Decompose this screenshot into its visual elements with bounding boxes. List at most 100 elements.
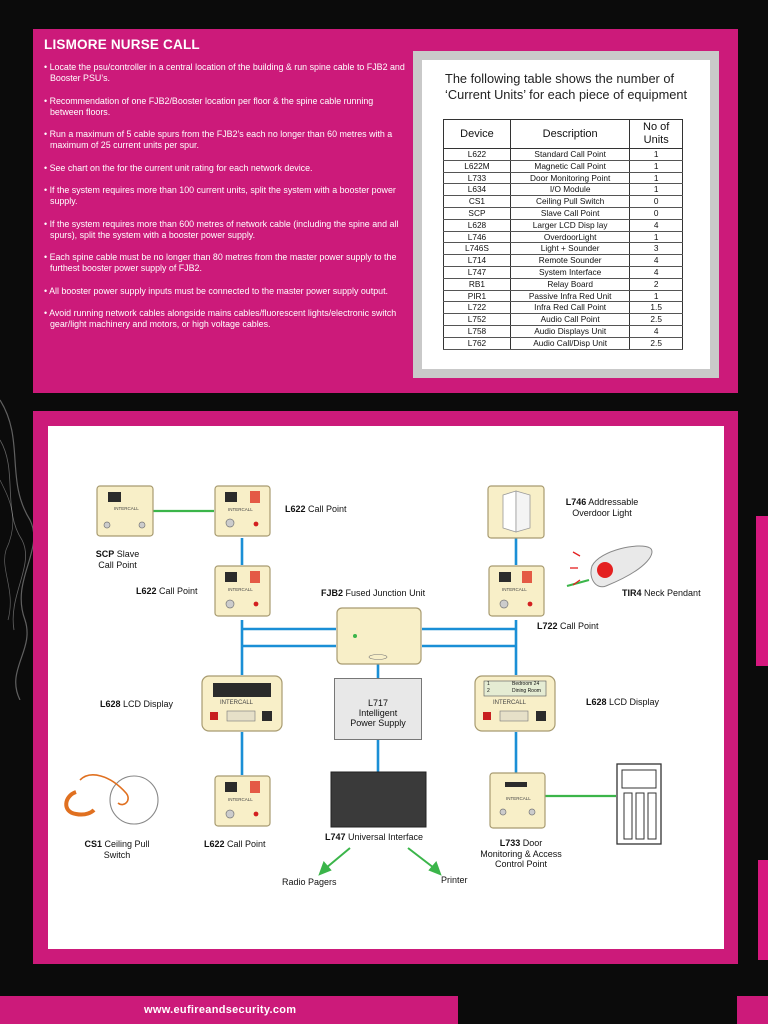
scp-code: SCP (95, 549, 115, 559)
current-units-table-box: The following table shows the number of … (413, 51, 719, 378)
device-brand: INTERCALL (114, 506, 139, 511)
guideline-item: • If the system requires more than 600 m… (44, 218, 399, 240)
lcd-line-1: Bedroom 24 (512, 681, 540, 687)
units-cell: 0 (629, 195, 683, 208)
l628-right-label: L628 LCD Display (586, 697, 659, 708)
guideline-item: • Run a maximum of 5 cable spurs from th… (44, 129, 393, 150)
units-cell: 4 (629, 266, 683, 279)
device-cell: L747 (443, 266, 511, 279)
units-cell: 2 (629, 278, 683, 291)
table-header-row: Device Description No of Units (443, 119, 683, 149)
guideline-item: • If the system requires more than 100 c… (44, 185, 396, 206)
device-cell: L622M (443, 160, 511, 173)
description-cell: Ceiling Pull Switch (509, 195, 631, 208)
device-brand: INTERCALL (506, 796, 531, 801)
device-cell: L628 (443, 219, 511, 232)
l622-bottom-label: L622 Call Point (204, 839, 266, 850)
fjb2-name: Fused Junction Unit (345, 588, 426, 598)
tir4-name: Neck Pendant (644, 588, 701, 598)
radio-pagers-label: Radio Pagers (282, 877, 337, 887)
description-cell: Passive Infra Red Unit (509, 290, 631, 303)
l622-bottom-name: Call Point (227, 839, 266, 849)
units-cell: 4 (629, 325, 683, 338)
column-header: Device (443, 119, 511, 149)
guideline-item: • Avoid running network cables alongside… (44, 308, 397, 329)
units-cell: 1 (629, 160, 683, 173)
l722-name: Call Point (560, 621, 599, 631)
units-cell: 1 (629, 231, 683, 244)
description-cell: Audio Displays Unit (509, 325, 631, 338)
device-cell: L752 (443, 313, 511, 326)
description-cell: Relay Board (509, 278, 631, 291)
l747-label: L747 Universal Interface (325, 832, 423, 843)
units-cell: 3 (629, 242, 683, 256)
guideline-item: • See chart on the for the current unit … (44, 162, 313, 173)
l628-right-name: LCD Display (609, 697, 660, 707)
l733-name: Door (522, 838, 543, 848)
lcd-row-number: 2 (487, 688, 490, 694)
l722-label: L722 Call Point (537, 621, 599, 632)
cs1-name: Ceiling Pull (104, 839, 150, 849)
website-link[interactable]: www.eufireandsecurity.com (144, 1004, 297, 1016)
cs1-code: CS1 (84, 839, 102, 849)
current-units-card: The following table shows the number of … (422, 60, 710, 369)
right-edge-stripe (756, 516, 768, 666)
guideline-item: • Recommendation of one FJB2/Booster loc… (44, 95, 374, 117)
description-cell: Light + Sounder (509, 242, 631, 256)
units-cell: 2.5 (629, 337, 683, 350)
tir4-label: TIR4 Neck Pendant (622, 588, 701, 599)
units-cell: 4 (629, 219, 683, 232)
l747-name: Universal Interface (348, 832, 424, 842)
guideline-item: • Locate the psu/controller in a central… (44, 62, 405, 83)
device-cell: L722 (443, 301, 511, 315)
units-cell: 1 (629, 172, 683, 185)
right-edge-stripe-lower (758, 860, 768, 960)
description-cell: Audio Call/Disp Unit (509, 337, 631, 350)
device-cell: L622 (443, 148, 511, 161)
description-cell: System Interface (509, 266, 631, 279)
device-brand: INTERCALL (228, 507, 253, 512)
units-cell: 1.5 (629, 301, 683, 315)
device-brand: INTERCALL (228, 587, 253, 592)
description-cell: Standard Call Point (509, 148, 631, 161)
l622-mid-label: L622 Call Point (136, 586, 198, 597)
units-cell: 2.5 (629, 313, 683, 326)
table-caption: The following table shows the number of … (445, 71, 688, 102)
description-cell: I/O Module (509, 183, 631, 197)
l746-name2: Overdoor Light (572, 507, 632, 518)
description-cell: OverdoorLight (509, 231, 631, 244)
device-cell: L714 (443, 254, 511, 267)
l717-line2: Intelligent (358, 708, 398, 718)
cs1-name2: Switch (103, 849, 131, 860)
device-brand: INTERCALL (502, 587, 527, 592)
l622-mid-code: L622 (136, 586, 157, 596)
description-cell: Slave Call Point (509, 207, 631, 220)
guideline-list: • Locate the psu/controller in a central… (44, 62, 409, 342)
smoke-decoration (0, 399, 35, 700)
column-header: Description (509, 119, 631, 149)
device-cell: PIR1 (443, 290, 511, 303)
fjb2-code: FJB2 (321, 588, 344, 598)
device-cell: L762 (443, 337, 511, 350)
footer-bar: www.eufireandsecurity.com (0, 996, 458, 1024)
units-cell: 0 (629, 207, 683, 220)
device-cell: CS1 (443, 195, 511, 208)
units-cell: 1 (629, 148, 683, 161)
device-cell: L746S (443, 242, 511, 256)
units-cell: 1 (629, 290, 683, 303)
l622-mid-name: Call Point (159, 586, 198, 596)
l717-code: L717 (367, 698, 389, 708)
tir4-code: TIR4 (622, 588, 642, 598)
